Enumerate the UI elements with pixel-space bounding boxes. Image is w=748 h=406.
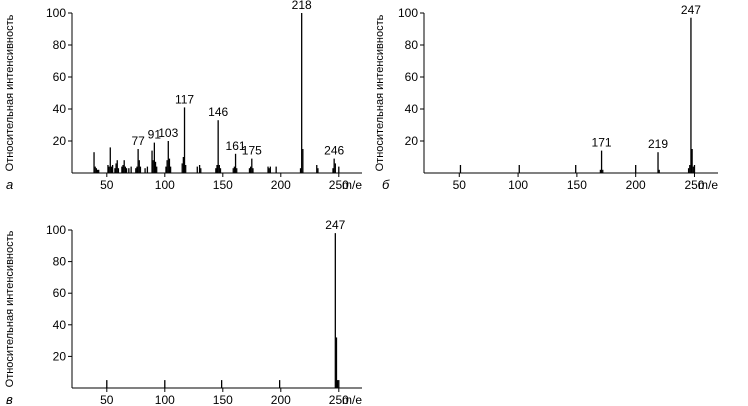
- x-tick-label: 200: [271, 178, 291, 192]
- y-tick-label: 20: [405, 134, 419, 148]
- x-axis-label: m/e: [698, 178, 718, 192]
- peak-label: 247: [681, 3, 701, 17]
- peak-label: 246: [324, 144, 344, 158]
- y-tick-label: 20: [53, 134, 67, 148]
- y-axis-label: Относительная интенсивность: [374, 14, 386, 171]
- x-tick-label: 50: [100, 393, 114, 406]
- y-tick-label: 80: [53, 255, 67, 269]
- x-tick-label: 250: [329, 393, 349, 406]
- x-tick-label: 200: [626, 178, 646, 192]
- y-tick-label: 20: [53, 349, 67, 363]
- x-tick-label: 50: [453, 178, 467, 192]
- x-tick-label: 250: [329, 178, 349, 192]
- x-tick-label: 250: [684, 178, 704, 192]
- panel-letter: a: [6, 177, 13, 192]
- y-tick-label: 80: [53, 38, 67, 52]
- peak-label: 103: [158, 126, 178, 140]
- y-axis-label: Относительная интенсивность: [4, 14, 16, 171]
- x-tick-label: 150: [567, 178, 587, 192]
- y-tick-label: 60: [53, 70, 67, 84]
- peak-label: 219: [648, 137, 668, 151]
- x-tick-label: 100: [155, 393, 175, 406]
- y-tick-label: 40: [53, 102, 67, 116]
- panel-letter: б: [382, 177, 390, 192]
- y-axis-label: Относительная интенсивность: [4, 230, 16, 387]
- y-tick-label: 60: [53, 286, 67, 300]
- x-tick-label: 200: [271, 393, 291, 406]
- x-axis-label: m/e: [342, 178, 362, 192]
- x-tick-label: 50: [100, 178, 114, 192]
- peak-label: 218: [292, 0, 312, 12]
- x-tick-label: 100: [155, 178, 175, 192]
- y-tick-label: 40: [53, 318, 67, 332]
- y-tick-label: 100: [46, 223, 66, 237]
- x-tick-label: 150: [213, 393, 233, 406]
- y-tick-label: 60: [405, 70, 419, 84]
- peak-label: 77: [131, 134, 145, 148]
- x-tick-label: 100: [508, 178, 528, 192]
- peak-label: 91: [148, 128, 162, 142]
- peak-label: 161: [226, 139, 246, 153]
- y-tick-label: 40: [405, 102, 419, 116]
- peak-label: 146: [208, 105, 228, 119]
- peak-label: 247: [325, 218, 345, 232]
- x-tick-label: 150: [213, 178, 233, 192]
- peak-label: 171: [592, 136, 612, 150]
- panel-letter: в: [6, 392, 13, 406]
- peak-label: 117: [175, 92, 194, 106]
- y-tick-label: 100: [398, 6, 418, 20]
- y-tick-label: 80: [405, 38, 419, 52]
- x-axis-label: m/e: [342, 393, 362, 406]
- y-tick-label: 100: [46, 6, 66, 20]
- peak-label: 175: [242, 144, 262, 158]
